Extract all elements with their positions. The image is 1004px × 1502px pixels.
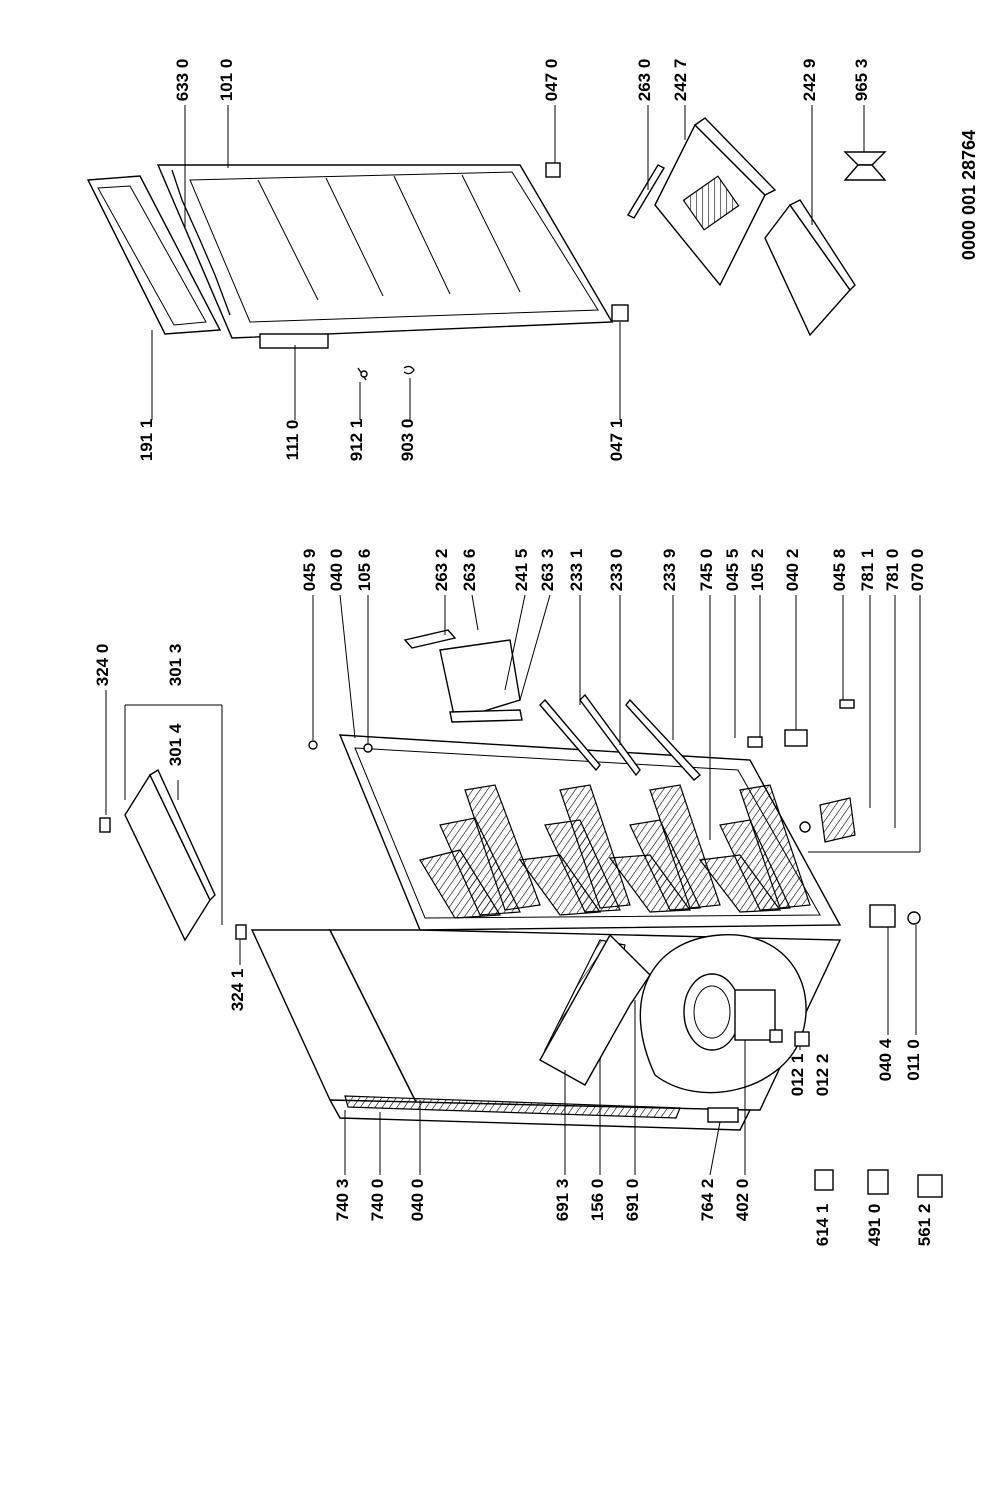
terminal-cover-491 bbox=[867, 1169, 889, 1195]
part-label-p6913: 691 3 bbox=[553, 1179, 572, 1222]
hinge-cover-top bbox=[545, 162, 561, 178]
part-label-p2632: 263 2 bbox=[432, 549, 451, 592]
door-hinge bbox=[259, 333, 329, 349]
control-knob bbox=[799, 821, 811, 833]
door-panel bbox=[156, 164, 614, 339]
part-label-p9121: 912 1 bbox=[347, 419, 366, 462]
condenser-grid bbox=[344, 1095, 681, 1119]
part-label-p7450: 745 0 bbox=[697, 549, 716, 592]
drawer-tray bbox=[764, 199, 856, 337]
lower-leader-lines bbox=[105, 594, 921, 1176]
foot-bracket-0404 bbox=[869, 904, 896, 928]
cover-clip-bottom bbox=[235, 924, 247, 940]
part-label-p7811: 781 1 bbox=[858, 549, 877, 592]
grommet-0121 bbox=[769, 1029, 783, 1043]
part-label-p0471: 047 1 bbox=[607, 419, 626, 462]
part-label-p7642: 764 2 bbox=[698, 1179, 717, 1222]
cabinet-liner bbox=[354, 747, 821, 919]
door-assembly bbox=[86, 117, 887, 381]
part-label-p0110: 011 0 bbox=[904, 1039, 923, 1081]
door-inner-liner bbox=[189, 171, 599, 323]
part-label-p3240: 324 0 bbox=[93, 644, 112, 687]
adjustable-foot bbox=[843, 151, 887, 181]
overload-561 bbox=[917, 1174, 943, 1198]
shelf-rails bbox=[403, 629, 702, 781]
dryer-filter bbox=[707, 1107, 739, 1123]
part-label-p1056: 105 6 bbox=[355, 549, 374, 592]
part-label-p0700: 070 0 bbox=[908, 549, 927, 592]
door-gasket bbox=[171, 169, 231, 316]
screw-0110 bbox=[907, 911, 921, 925]
bushing bbox=[363, 743, 373, 753]
cover-clip-top bbox=[99, 817, 111, 833]
part-label-p0455: 045 5 bbox=[723, 549, 742, 592]
part-label-p2331: 233 1 bbox=[567, 549, 586, 592]
hinge-cover-bottom bbox=[611, 304, 629, 322]
relay-614 bbox=[814, 1169, 834, 1191]
cabinet-assembly bbox=[99, 629, 943, 1198]
part-label-p4910: 491 0 bbox=[865, 1204, 884, 1247]
part-label-p1110: 111 0 bbox=[283, 420, 302, 461]
part-label-p2330: 233 0 bbox=[607, 549, 626, 592]
upper-leader-lines bbox=[151, 105, 865, 420]
door-liner-ribs bbox=[257, 174, 521, 301]
document-code: 0000 001 28764 bbox=[959, 130, 979, 260]
part-label-p7400: 740 0 bbox=[368, 1179, 387, 1222]
compressor bbox=[683, 973, 776, 1051]
part-label-p7403: 740 3 bbox=[333, 1179, 352, 1222]
part-label-p4020: 402 0 bbox=[733, 1179, 752, 1222]
part-label-p0404: 040 4 bbox=[876, 1038, 895, 1081]
part-label-p2339: 233 9 bbox=[660, 549, 679, 592]
part-label-p0470: 047 0 bbox=[542, 59, 561, 102]
control-panel bbox=[819, 797, 856, 843]
part-label-p1010: 101 0 bbox=[217, 59, 236, 102]
part-label-p0458: 045 8 bbox=[830, 549, 849, 592]
screw-part bbox=[357, 367, 368, 381]
part-label-p2630: 263 0 bbox=[635, 59, 654, 102]
part-label-p3013: 301 3 bbox=[166, 644, 185, 687]
part-label-p1911: 191 1 bbox=[137, 419, 156, 462]
part-label-p3241: 324 1 bbox=[228, 969, 247, 1012]
top-cover bbox=[124, 768, 216, 942]
part-label-p2427: 242 7 bbox=[671, 59, 690, 102]
part-label-p7810: 781 0 bbox=[883, 549, 902, 592]
control-box bbox=[654, 117, 777, 287]
part-label-p1560: 156 0 bbox=[588, 1179, 607, 1222]
thermostat-knob bbox=[784, 729, 808, 747]
part-label-p6330: 633 0 bbox=[173, 59, 192, 102]
part-label-p0122: 012 2 bbox=[813, 1054, 832, 1097]
part-label-p2429: 242 9 bbox=[800, 59, 819, 102]
part-label-p0400b: 040 0 bbox=[408, 1179, 427, 1222]
part-label-p2633: 263 3 bbox=[538, 549, 557, 592]
lamp-cover bbox=[747, 736, 763, 748]
freezer-shelves bbox=[419, 784, 811, 919]
part-label-p9030: 903 0 bbox=[398, 419, 417, 462]
door-handle-strip bbox=[86, 175, 222, 335]
door-handle-strip-inner bbox=[97, 185, 207, 326]
light-switch bbox=[839, 699, 855, 709]
grommet-0122 bbox=[794, 1031, 810, 1047]
stop-pin bbox=[308, 740, 318, 750]
clip-part bbox=[403, 365, 415, 375]
part-label-p2415: 241 5 bbox=[512, 549, 531, 592]
part-number-labels: 633 0 101 0 191 1 111 0 912 1 903 0 047 0 047 1… bbox=[93, 59, 934, 1247]
part-label-p0402: 040 2 bbox=[783, 549, 802, 592]
part-label-p6141: 614 1 bbox=[813, 1204, 832, 1247]
part-label-p3014: 301 4 bbox=[166, 723, 185, 766]
part-label-p2636: 263 6 bbox=[460, 549, 479, 592]
part-label-p0459: 045 9 bbox=[300, 549, 319, 592]
part-label-p0121: 012 1 bbox=[788, 1054, 807, 1097]
part-label-p5612: 561 2 bbox=[915, 1204, 934, 1247]
evaporator bbox=[539, 933, 651, 1086]
part-label-p0400a: 040 0 bbox=[327, 549, 346, 592]
part-label-p9653: 965 3 bbox=[852, 59, 871, 102]
part-label-p6910: 691 0 bbox=[623, 1179, 642, 1222]
part-label-p1052: 105 2 bbox=[748, 549, 767, 592]
